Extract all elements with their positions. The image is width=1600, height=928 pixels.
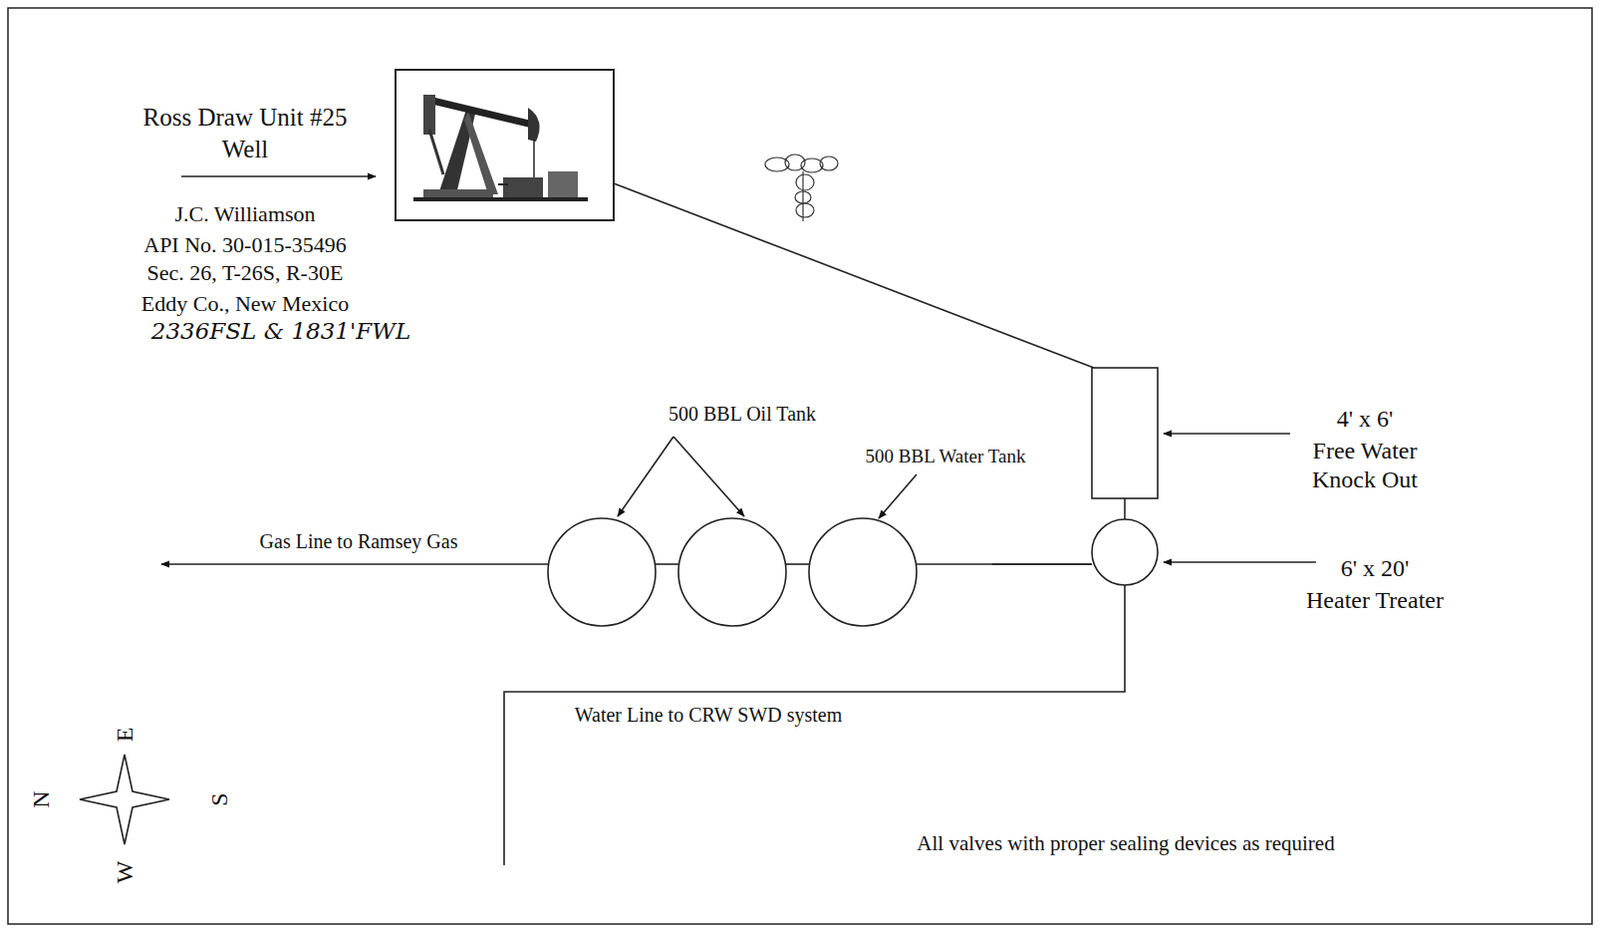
vessel-dimension: 4' x 6' <box>1336 404 1394 434</box>
well-name: Ross Draw Unit #25 <box>143 102 348 133</box>
water-tank <box>808 518 917 626</box>
tank-label: 500 BBL Oil Tank <box>668 401 816 426</box>
compass-letter: S <box>205 792 235 805</box>
knock-out-vessel <box>1091 367 1158 499</box>
note-text: All valves with proper sealing devices a… <box>916 830 1334 856</box>
tank-line <box>916 562 1092 565</box>
compass-letter: W <box>110 860 140 884</box>
well-name: Well <box>222 134 269 165</box>
vessel-name: Free Water Knock Out <box>1300 436 1430 495</box>
leader-arrows <box>181 176 1317 562</box>
county-state: Eddy Co., New Mexico <box>141 290 349 317</box>
operator-name: J.C. Williamson <box>174 201 315 228</box>
compass-letter: N <box>26 790 56 807</box>
page-frame <box>7 7 1593 924</box>
flow-lines <box>161 183 1125 865</box>
oil-tank <box>678 518 787 626</box>
oil-tank <box>547 518 656 626</box>
api-number: API No. 30-015-35496 <box>143 232 347 259</box>
compass-letter: E <box>110 727 140 743</box>
handwritten-footage: 2336FSL & 1831'FWL <box>151 317 411 346</box>
scribble-mark <box>765 154 838 222</box>
pumpjack-picture <box>395 69 614 221</box>
vessel-name: Heater Treater <box>1306 585 1444 615</box>
compass-rose <box>79 754 170 844</box>
heater-treater-vessel <box>1091 519 1158 585</box>
line-label: Water Line to CRW SWD system <box>574 702 843 727</box>
line-label: Gas Line to Ramsey Gas <box>260 529 459 553</box>
tank-label: 500 BBL Water Tank <box>865 445 1027 469</box>
vessel-dimension: 6' x 20' <box>1340 553 1410 583</box>
legal-location: Sec. 26, T-26S, R-30E <box>147 260 344 286</box>
